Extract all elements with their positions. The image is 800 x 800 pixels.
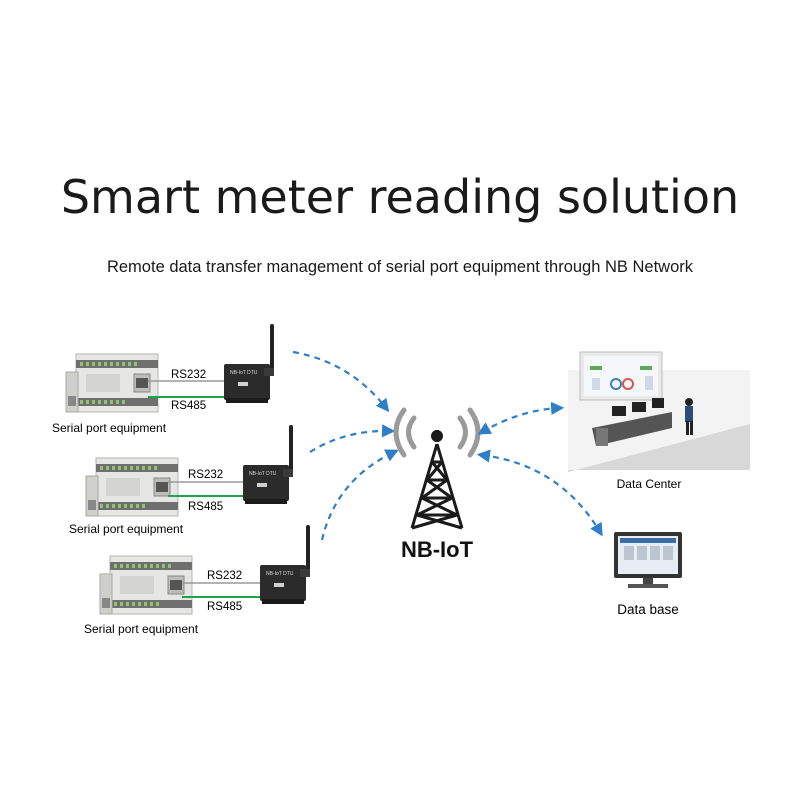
arrow-group1-to-tower [292, 350, 390, 413]
monitor-icon [614, 532, 682, 588]
signal-wave-right-outer [467, 407, 481, 458]
plc-device-image [65, 353, 159, 413]
nb-iot-dtu-image [224, 324, 274, 403]
serial-port-equipment-label: Serial port equipment [69, 522, 184, 536]
equipment-group-3: RS232 RS485 NB-IoT DTU Serial port equip… [84, 525, 310, 636]
signal-wave-right-inner [457, 415, 468, 450]
arrow-group2-to-tower [309, 424, 396, 453]
rs232-label: RS232 [188, 469, 223, 481]
page-subtitle: Remote data transfer management of seria… [106, 258, 694, 276]
serial-port-equipment-label: Serial port equipment [52, 421, 167, 435]
rs485-label: RS485 [171, 400, 206, 412]
database-label: Data base [617, 602, 679, 617]
nb-iot-dtu-image [260, 525, 310, 604]
rs485-label: RS485 [207, 601, 242, 613]
equipment-group-2: RS232 RS485 NB-IoT DTU Serial port equip… [69, 425, 293, 536]
arrow-tower-datacenter [477, 401, 565, 435]
dtu-text: NB-IoT DTU [230, 370, 258, 376]
page-title: Smart meter reading solution [60, 170, 740, 224]
rs485-label: RS485 [188, 501, 223, 513]
plc-device-image [85, 457, 179, 517]
arrow-group3-to-tower [320, 449, 399, 541]
signal-wave-left-inner [406, 415, 417, 450]
equipment-group-1: RS232 RS485 NB-IoT DTU Serial port equip… [52, 324, 274, 435]
plc-device-image [99, 555, 193, 615]
tower-label: NB-IoT [401, 537, 474, 562]
rs232-label: RS232 [207, 570, 242, 582]
data-center-illustration [568, 351, 750, 472]
signal-wave-left-outer [393, 407, 407, 458]
nb-iot-dtu-image [243, 425, 293, 504]
data-center-label: Data Center [617, 477, 682, 491]
serial-port-equipment-label: Serial port equipment [84, 622, 199, 636]
dtu-text: NB-IoT DTU [249, 471, 277, 477]
cell-tower-icon [393, 407, 481, 530]
rs232-label: RS232 [171, 369, 206, 381]
dtu-text: NB-IoT DTU [266, 571, 294, 577]
